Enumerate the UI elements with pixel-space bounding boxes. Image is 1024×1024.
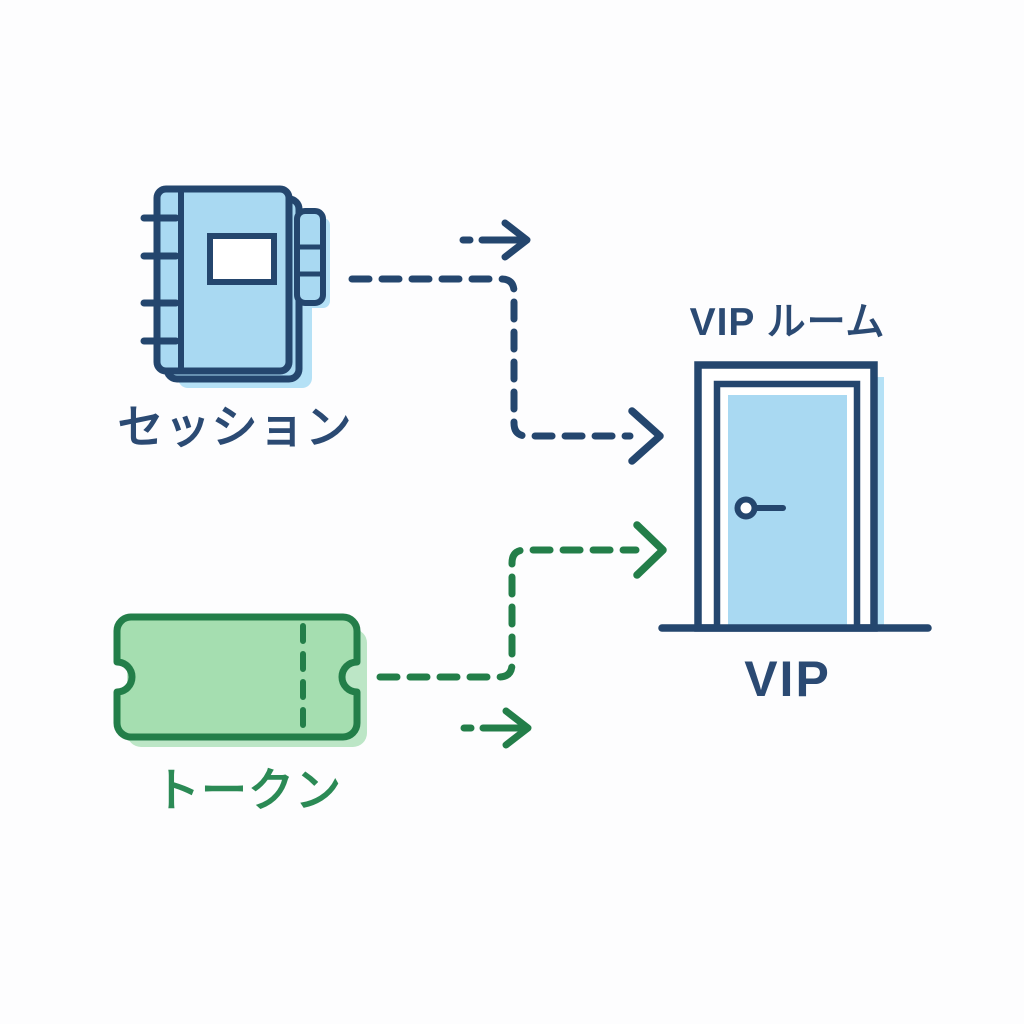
- notebook-icon: [140, 185, 330, 388]
- door-handle-icon: [734, 496, 758, 520]
- ticket-icon: [113, 613, 367, 747]
- session-accent-arrowhead-icon: [501, 219, 531, 261]
- token-label: トークン: [154, 764, 342, 816]
- session-arrow-path: [348, 275, 634, 440]
- token-arrow-path: [376, 546, 640, 681]
- notebook-tabs: [294, 208, 326, 306]
- token-arrowhead-icon: [633, 521, 667, 579]
- session-label: セッション: [117, 401, 353, 453]
- door-icon: [658, 361, 932, 632]
- ticket-body: [113, 613, 361, 741]
- vip-room-title: VIP ルーム: [689, 301, 886, 344]
- token-to-door-arrow: [376, 521, 667, 749]
- vip-caption: VIP: [744, 651, 831, 707]
- session-to-door-arrow: [348, 219, 664, 465]
- session-arrowhead-icon: [628, 407, 664, 465]
- token-accent-arrowhead-icon: [502, 707, 532, 749]
- notebook-label-patch: [207, 233, 277, 285]
